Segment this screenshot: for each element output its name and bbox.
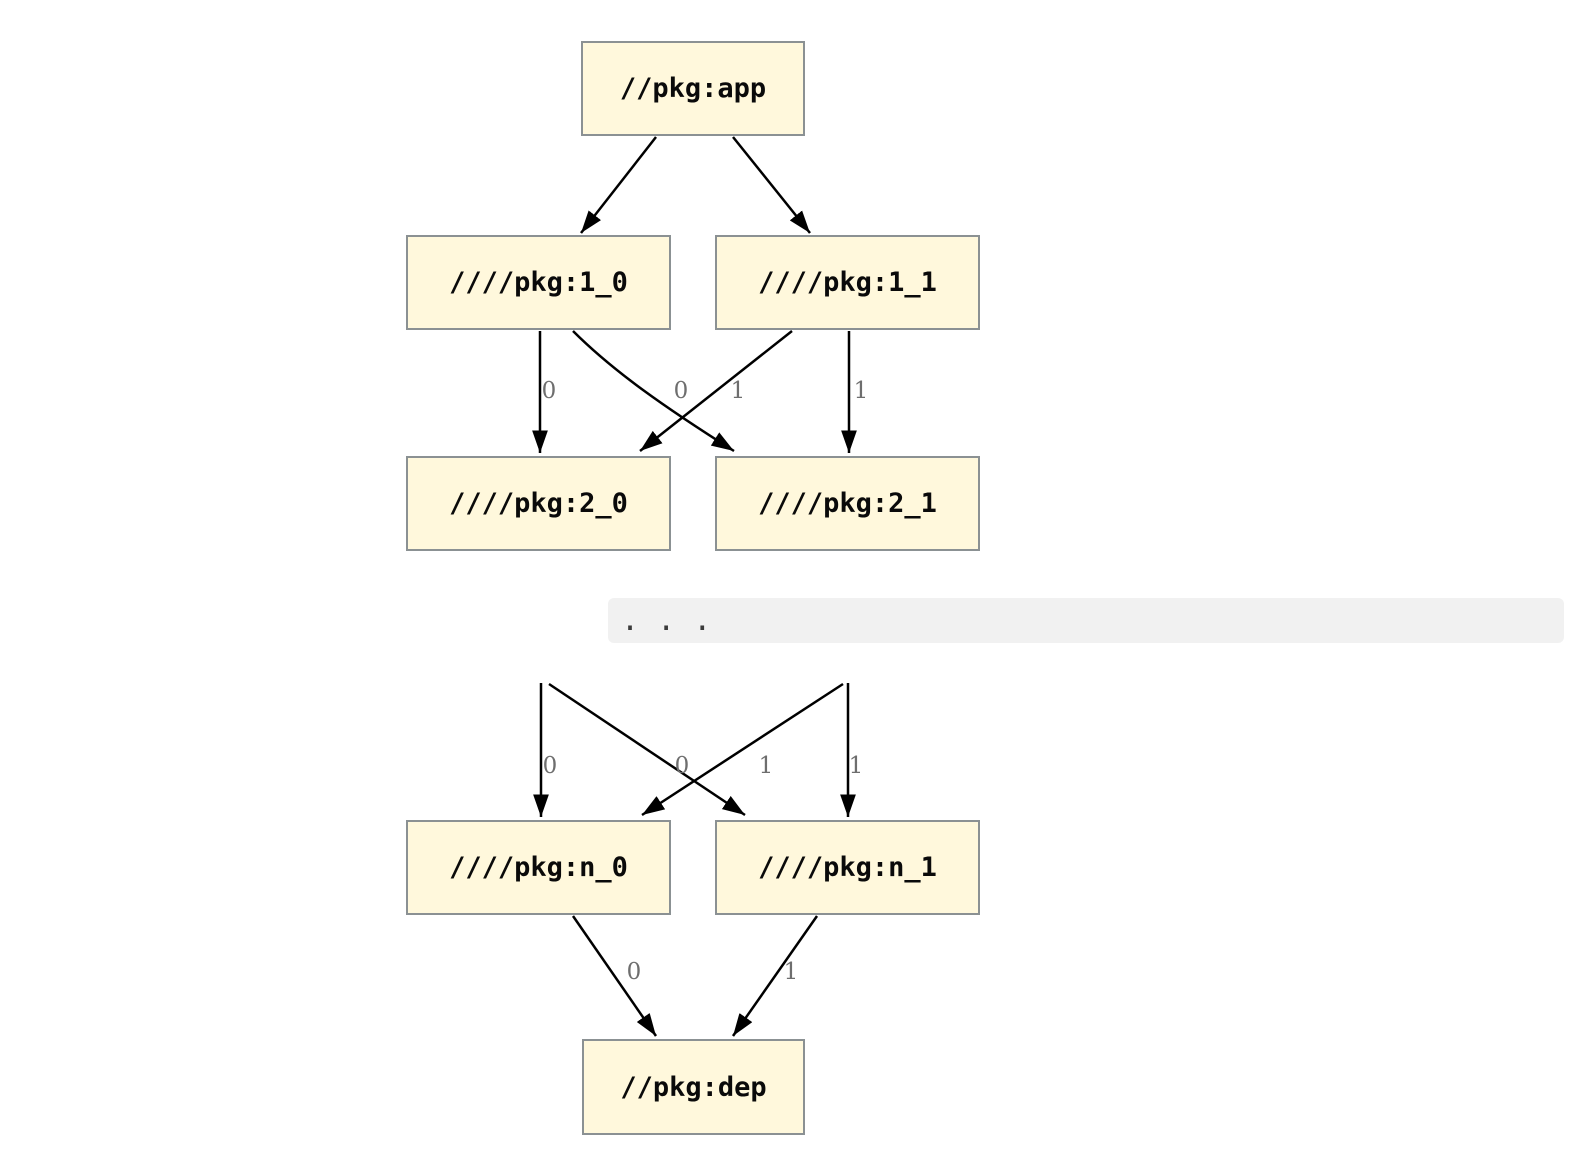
- node-pkg-2_1-label: ////pkg:2_1: [758, 488, 937, 519]
- edge-app-to-1_1: [732, 136, 811, 234]
- node-pkg-n_1: ////pkg:n_1: [715, 820, 980, 915]
- edge-label-1_0-2_1: 0: [673, 378, 689, 404]
- ellipsis-text: . . .: [621, 603, 712, 638]
- node-pkg-1_1-label: ////pkg:1_1: [758, 267, 937, 298]
- separator-bar: . . .: [608, 598, 1564, 643]
- node-pkg-app: //pkg:app: [581, 41, 805, 136]
- edge-prev_1-to-n_0: [641, 682, 844, 817]
- edge-n_1-to-dep: [731, 915, 819, 1037]
- node-pkg-n_0: ////pkg:n_0: [406, 820, 671, 915]
- edge-label-1_1-2_0: 1: [730, 378, 746, 404]
- node-pkg-dep-label: //pkg:dep: [620, 1071, 767, 1103]
- edge-label-1_1-2_1: 1: [853, 378, 869, 404]
- edge-label-prev_0-n_0: 0: [542, 753, 558, 779]
- edge-1_1-to-2_0: [639, 330, 793, 452]
- edge-label-n_1-dep: 1: [783, 959, 799, 985]
- edge-label-1_0-2_0: 0: [541, 378, 557, 404]
- node-pkg-2_0-label: ////pkg:2_0: [449, 488, 628, 519]
- edge-label-prev_1-n_0: 1: [758, 753, 774, 779]
- node-pkg-n_1-label: ////pkg:n_1: [758, 852, 937, 883]
- node-pkg-1_0: ////pkg:1_0: [406, 235, 671, 330]
- node-pkg-1_0-label: ////pkg:1_0: [449, 267, 628, 298]
- node-pkg-dep: //pkg:dep: [582, 1039, 805, 1135]
- edge-label-n_0-dep: 0: [626, 959, 642, 985]
- node-pkg-2_0: ////pkg:2_0: [406, 456, 671, 551]
- node-pkg-app-label: //pkg:app: [619, 73, 767, 104]
- node-pkg-1_1: ////pkg:1_1: [715, 235, 980, 330]
- edge-prev_0-to-n_1: [548, 682, 746, 817]
- node-pkg-2_1: ////pkg:2_1: [715, 456, 980, 551]
- edge-label-prev_0-n_1: 0: [674, 753, 690, 779]
- edge-label-prev_1-n_1: 1: [848, 753, 864, 779]
- edge-n_0-to-dep: [571, 915, 658, 1037]
- edge-app-to-1_0: [580, 136, 657, 234]
- edge-1_0-to-2_1: [572, 330, 735, 453]
- node-pkg-n_0-label: ////pkg:n_0: [449, 852, 628, 883]
